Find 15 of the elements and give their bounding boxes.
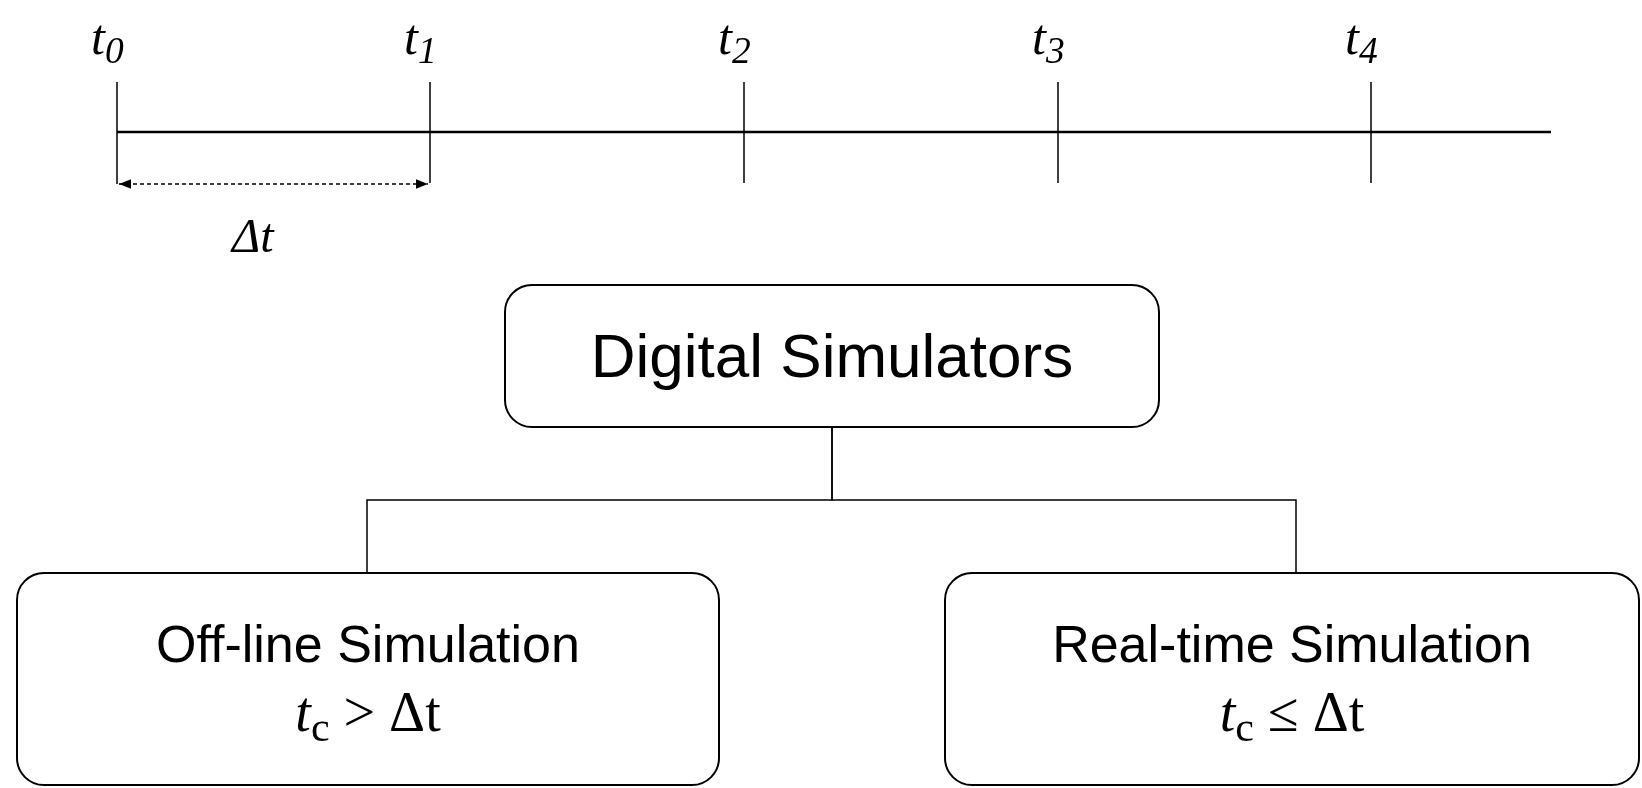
- rounded-box: [944, 572, 1640, 786]
- rounded-box: [504, 284, 1160, 428]
- condition-formula: t$_{c}$ > Δt: [295, 679, 441, 747]
- rounded-box: [16, 572, 720, 786]
- connector-line: [831, 427, 1297, 573]
- time-label: t$_{2}$: [718, 12, 751, 62]
- dimension-label: Δt: [232, 212, 274, 260]
- box-title: Digital Simulators: [590, 320, 1074, 393]
- condition-formula: t$_{c}$ ≤ Δt: [1219, 679, 1365, 747]
- time-label: t$_{3}$: [1032, 12, 1065, 62]
- time-label: t$_{4}$: [1345, 12, 1378, 62]
- time-label: t$_{0}$: [91, 12, 124, 62]
- time-label: t$_{1}$: [404, 12, 437, 62]
- box-title: Off-line Simulation: [156, 613, 580, 675]
- box-title: Real-time Simulation: [1052, 613, 1532, 675]
